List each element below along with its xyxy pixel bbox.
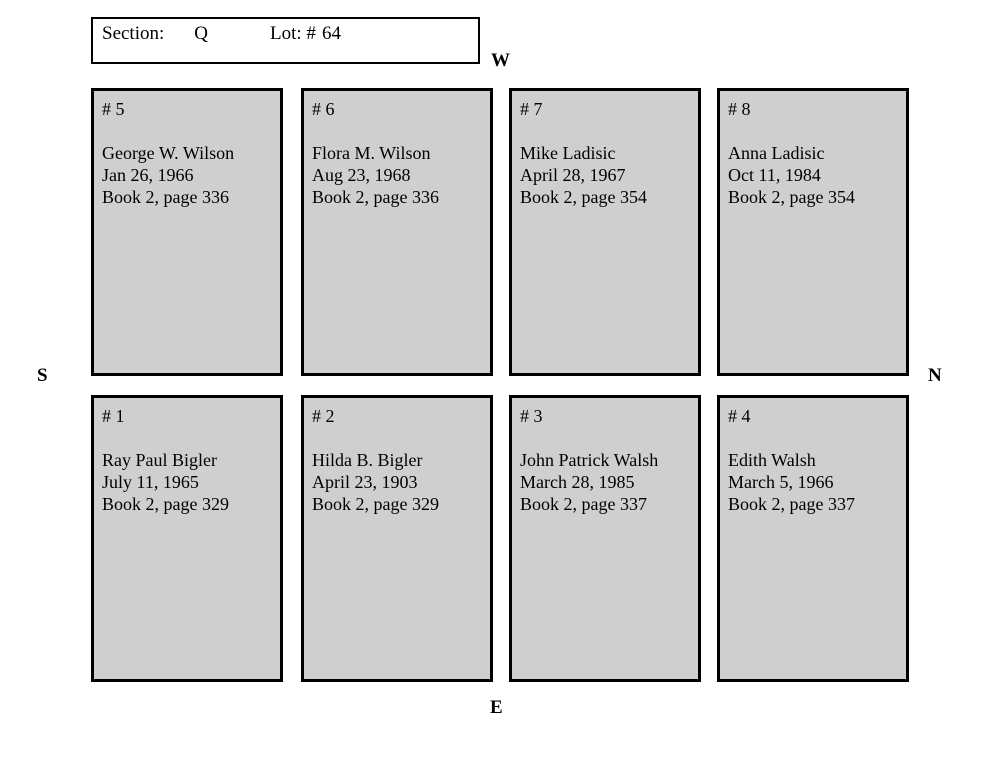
plot-reference: Book 2, page 337 bbox=[728, 494, 855, 514]
plot-details: Ray Paul Bigler July 11, 1965 Book 2, pa… bbox=[102, 449, 276, 515]
plot-date: March 5, 1966 bbox=[728, 472, 834, 492]
lot-label: Lot: # bbox=[270, 23, 316, 44]
plot-name: Edith Walsh bbox=[728, 450, 816, 470]
plot-reference: Book 2, page 354 bbox=[520, 187, 647, 207]
compass-east-label: E bbox=[490, 697, 503, 718]
plot-date: Oct 11, 1984 bbox=[728, 165, 821, 185]
plot-number: # 6 bbox=[312, 99, 335, 119]
section-value: Q bbox=[194, 23, 209, 44]
plot-number: # 2 bbox=[312, 406, 335, 426]
lot-header-box: Section: Q Lot: #64 bbox=[91, 17, 480, 64]
plot-reference: Book 2, page 336 bbox=[102, 187, 229, 207]
plot-reference: Book 2, page 354 bbox=[728, 187, 855, 207]
plot-cell[interactable]: # 1 Ray Paul Bigler July 11, 1965 Book 2… bbox=[91, 395, 283, 682]
plot-date: Jan 26, 1966 bbox=[102, 165, 194, 185]
plot-reference: Book 2, page 337 bbox=[520, 494, 647, 514]
plot-number: # 4 bbox=[728, 406, 751, 426]
plot-details: Edith Walsh March 5, 1966 Book 2, page 3… bbox=[728, 449, 902, 515]
compass-west-label: W bbox=[491, 50, 510, 71]
plot-name: Flora M. Wilson bbox=[312, 143, 431, 163]
plot-name: Mike Ladisic bbox=[520, 143, 616, 163]
plot-cell[interactable]: # 6 Flora M. Wilson Aug 23, 1968 Book 2,… bbox=[301, 88, 493, 376]
plot-reference: Book 2, page 329 bbox=[102, 494, 229, 514]
plot-cell[interactable]: # 3 John Patrick Walsh March 28, 1985 Bo… bbox=[509, 395, 701, 682]
plot-number: # 1 bbox=[102, 406, 125, 426]
plot-number: # 7 bbox=[520, 99, 543, 119]
plot-number: # 8 bbox=[728, 99, 751, 119]
plot-name: George W. Wilson bbox=[102, 143, 235, 163]
plot-cell[interactable]: # 7 Mike Ladisic April 28, 1967 Book 2, … bbox=[509, 88, 701, 376]
lot-value: 64 bbox=[321, 23, 341, 44]
lot-header-text: Section: Q Lot: #64 bbox=[102, 23, 341, 45]
plot-date: April 23, 1903 bbox=[312, 472, 418, 492]
compass-south-label: S bbox=[37, 365, 48, 386]
plot-cell[interactable]: # 8 Anna Ladisic Oct 11, 1984 Book 2, pa… bbox=[717, 88, 909, 376]
plot-reference: Book 2, page 329 bbox=[312, 494, 439, 514]
plot-date: April 28, 1967 bbox=[520, 165, 626, 185]
plot-cell[interactable]: # 2 Hilda B. Bigler April 23, 1903 Book … bbox=[301, 395, 493, 682]
plot-details: Hilda B. Bigler April 23, 1903 Book 2, p… bbox=[312, 449, 486, 515]
plot-details: Anna Ladisic Oct 11, 1984 Book 2, page 3… bbox=[728, 142, 902, 208]
plot-details: John Patrick Walsh March 28, 1985 Book 2… bbox=[520, 449, 694, 515]
plot-name: Hilda B. Bigler bbox=[312, 450, 423, 470]
plot-cell[interactable]: # 5 George W. Wilson Jan 26, 1966 Book 2… bbox=[91, 88, 283, 376]
plot-details: Mike Ladisic April 28, 1967 Book 2, page… bbox=[520, 142, 694, 208]
plot-cell[interactable]: # 4 Edith Walsh March 5, 1966 Book 2, pa… bbox=[717, 395, 909, 682]
plot-name: Anna Ladisic bbox=[728, 143, 825, 163]
plot-name: John Patrick Walsh bbox=[520, 450, 659, 470]
section-label: Section: bbox=[102, 23, 165, 44]
compass-north-label: N bbox=[928, 365, 942, 386]
plot-number: # 5 bbox=[102, 99, 125, 119]
plot-reference: Book 2, page 336 bbox=[312, 187, 439, 207]
plot-details: Flora M. Wilson Aug 23, 1968 Book 2, pag… bbox=[312, 142, 486, 208]
plot-name: Ray Paul Bigler bbox=[102, 450, 217, 470]
plot-details: George W. Wilson Jan 26, 1966 Book 2, pa… bbox=[102, 142, 276, 208]
plot-date: March 28, 1985 bbox=[520, 472, 635, 492]
plot-date: July 11, 1965 bbox=[102, 472, 199, 492]
plot-date: Aug 23, 1968 bbox=[312, 165, 411, 185]
plot-number: # 3 bbox=[520, 406, 543, 426]
